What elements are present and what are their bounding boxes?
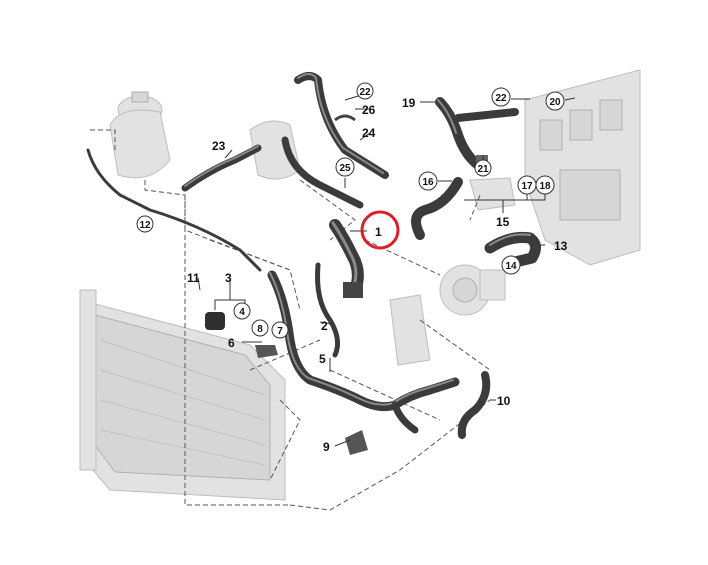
- part-label-11: 11: [187, 271, 200, 285]
- bracket-6: [255, 345, 278, 358]
- bracket-9: [345, 430, 368, 455]
- callout-25: 25: [335, 157, 355, 177]
- expansion-tank-ghost: [109, 91, 171, 179]
- callout-26: 26: [362, 103, 376, 117]
- highlight-ring: [360, 210, 400, 250]
- svg-text:8: 8: [257, 324, 263, 335]
- svg-text:22: 22: [359, 87, 371, 98]
- part-label-3: 3: [225, 271, 232, 285]
- svg-text:12: 12: [139, 220, 151, 231]
- svg-text:20: 20: [549, 97, 561, 108]
- part-label-9: 9: [323, 440, 330, 454]
- fitting-4: [205, 312, 225, 330]
- callout-12: 12: [136, 215, 154, 233]
- part-label-6: 6: [228, 336, 235, 350]
- svg-text:21: 21: [477, 164, 489, 175]
- svg-text:4: 4: [239, 307, 245, 318]
- callout-21: 21: [474, 159, 492, 177]
- radiator-ghost: [79, 289, 286, 501]
- callout-22-top: 22: [356, 82, 374, 100]
- callout-8: 8: [251, 319, 269, 337]
- part-label-24: 24: [362, 126, 376, 140]
- svg-text:26: 26: [362, 103, 376, 117]
- callout-16: 16: [418, 171, 438, 191]
- part-labels: 23 11 3 6 2 5 9 10 1 24 19 15 13: [187, 96, 568, 454]
- hose-10: [457, 371, 491, 439]
- leader-lines: [197, 93, 576, 447]
- callout-18: 18: [535, 175, 555, 195]
- hose-24: [294, 72, 389, 179]
- hose-15: [411, 177, 463, 240]
- svg-text:17: 17: [521, 181, 533, 192]
- hose-12: [86, 148, 262, 272]
- callout-4: 4: [233, 302, 251, 320]
- part-label-23: 23: [212, 139, 226, 153]
- svg-text:25: 25: [339, 163, 351, 174]
- aux-cooler-ghost: [389, 294, 431, 366]
- thermostat-ghost: [249, 120, 516, 211]
- engine-block-ghost: [524, 69, 641, 266]
- callout-20: 20: [545, 91, 565, 111]
- svg-text:14: 14: [505, 261, 517, 272]
- reference-lines: [90, 129, 491, 511]
- hose-25: [281, 136, 364, 209]
- callout-7: 7: [271, 321, 289, 339]
- part-label-15: 15: [496, 215, 510, 229]
- callout-22-right: 22: [491, 87, 511, 107]
- part-label-1: 1: [375, 225, 382, 239]
- svg-text:7: 7: [277, 326, 283, 337]
- hose-1: [329, 219, 364, 298]
- part-label-2: 2: [321, 319, 328, 333]
- hose-2: [315, 262, 341, 358]
- hose-23: [181, 144, 262, 192]
- water-pump-ghost: [439, 264, 506, 316]
- svg-text:18: 18: [539, 181, 551, 192]
- svg-text:16: 16: [422, 177, 434, 188]
- clip-26: [334, 114, 356, 122]
- part-label-5: 5: [319, 352, 326, 366]
- callout-17: 17: [517, 175, 537, 195]
- hose-13: [484, 232, 541, 268]
- svg-text:22: 22: [495, 93, 507, 104]
- callout-14: 14: [501, 255, 521, 275]
- hose-19: [435, 97, 519, 170]
- part-label-10: 10: [497, 394, 511, 408]
- part-label-13: 13: [554, 239, 568, 253]
- part-label-19: 19: [402, 96, 416, 110]
